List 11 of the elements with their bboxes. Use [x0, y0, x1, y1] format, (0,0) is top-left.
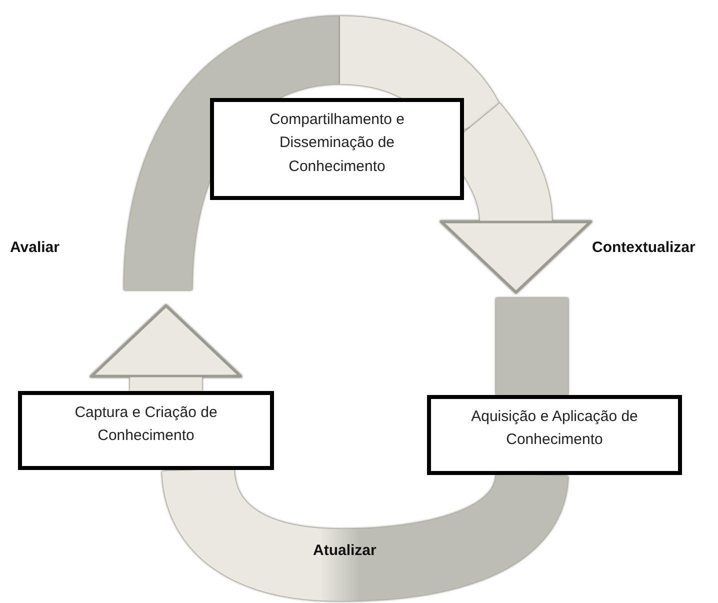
process-box [427, 395, 682, 475]
cycle-arrow [440, 104, 592, 294]
box-label: Captura e Criação de Conhecimento [74, 403, 218, 446]
cycle-arrow [90, 304, 242, 391]
process-box [18, 391, 274, 470]
box-label: Compartilhamento e Disseminação de Conhecimento [268, 110, 406, 176]
stage-label: Contextualizar [592, 239, 696, 256]
stage-label: Atualizar [313, 542, 376, 559]
box-label: Aquisição e Aplicação de Conhecimento [470, 407, 639, 450]
stage-label: Avaliar [10, 239, 60, 256]
process-box [210, 98, 464, 200]
